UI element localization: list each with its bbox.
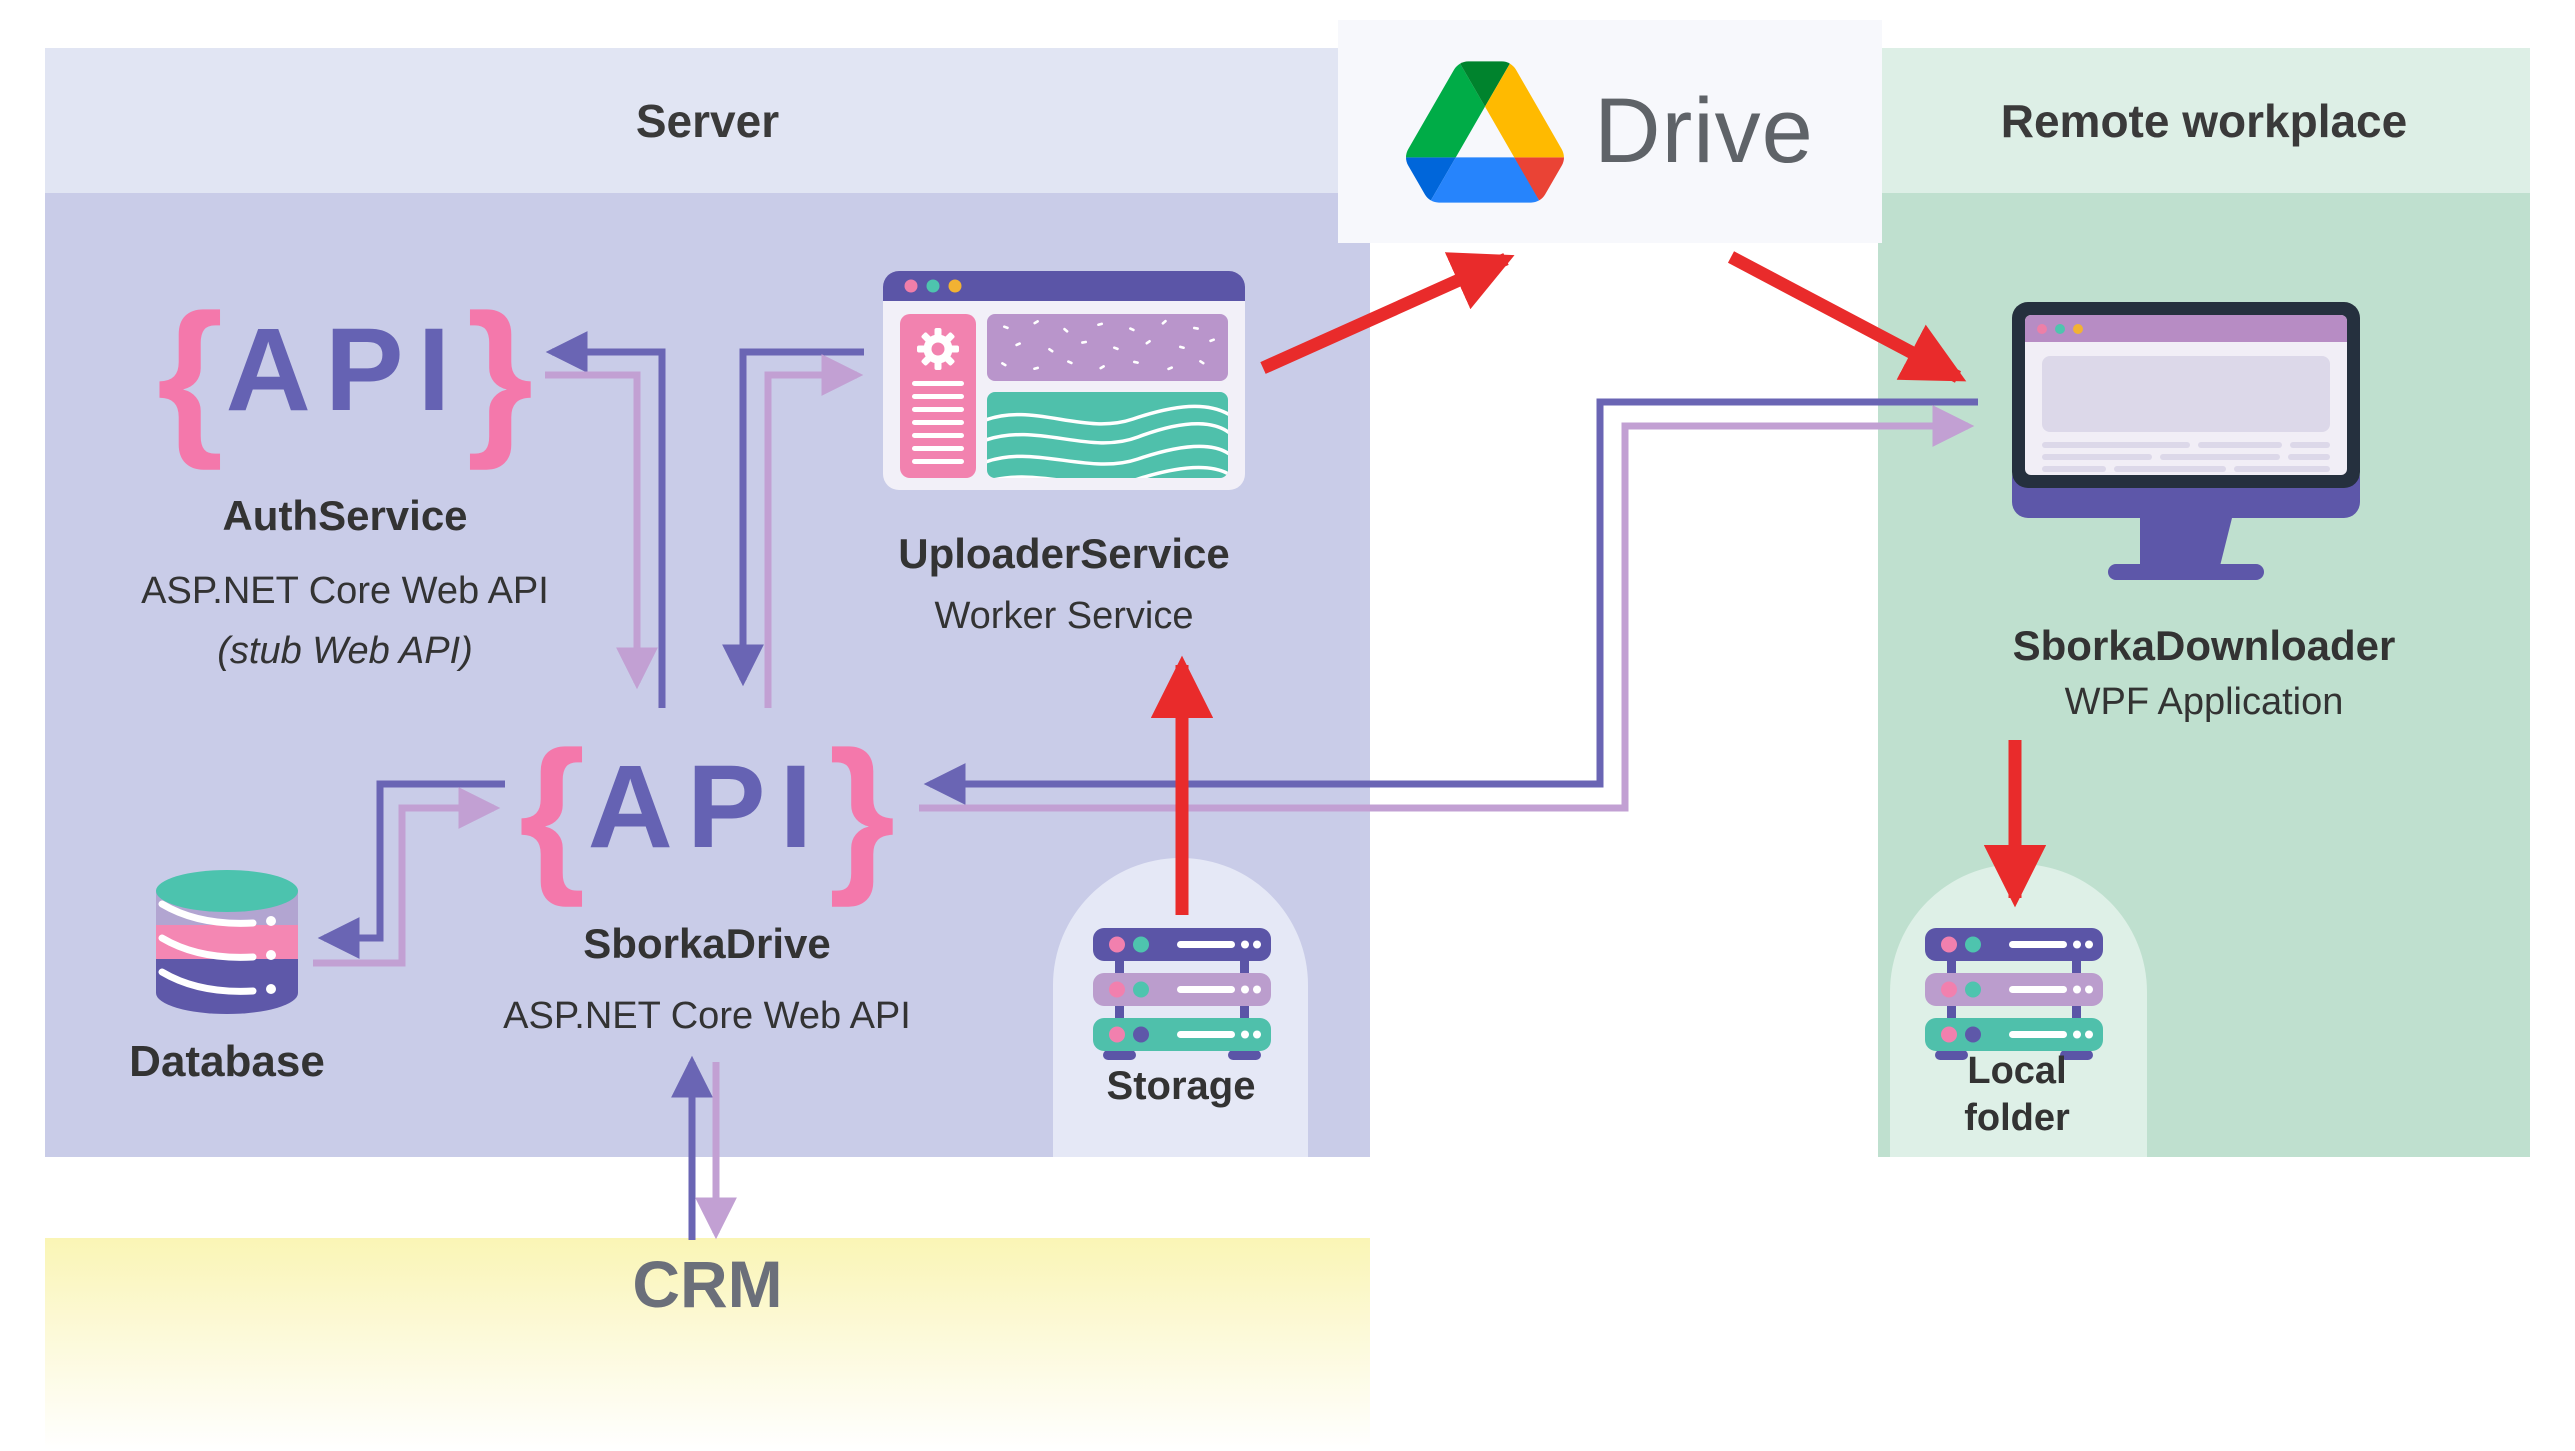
sborkadownloader-subtitle: WPF Application [2064, 681, 2344, 723]
local-folder-label: Local folder [1964, 1048, 2070, 1142]
brace-right-icon: } [466, 279, 534, 471]
uploaderservice-name: UploaderService [898, 530, 1230, 577]
uploaderservice-subtitle: Worker Service [934, 595, 1194, 637]
browser-window-icon [883, 271, 1245, 490]
sborkadrive-api-logo: { API } [507, 722, 907, 902]
brace-right-icon: } [828, 716, 896, 908]
monitor-icon [2012, 302, 2360, 580]
storage-label: Storage [1106, 1064, 1256, 1108]
sborkadownloader-name: SborkaDownloader [2012, 622, 2396, 669]
database-icon [156, 870, 298, 1014]
local-folder-capsule [1890, 864, 2147, 1157]
remote-workplace-panel-header: Remote workplace [1878, 48, 2530, 193]
local-folder-label-line1: Local [1967, 1050, 2067, 1092]
brace-left-icon: { [156, 279, 224, 471]
remote-workplace-panel-title: Remote workplace [2000, 94, 2408, 147]
google-drive-card: Drive [1338, 20, 1882, 243]
authservice-subtitle: ASP.NET Core Web API [141, 570, 549, 612]
authservice-note: (stub Web API) [217, 630, 473, 672]
server-rack-icon [1925, 928, 2103, 1060]
server-panel-title: Server [635, 94, 780, 147]
server-rack-icon [1093, 928, 1271, 1060]
database-label: Database [129, 1037, 325, 1086]
authservice-api-logo: { API } [145, 285, 545, 465]
brace-left-icon: { [518, 716, 586, 908]
sborkadrive-subtitle: ASP.NET Core Web API [503, 995, 911, 1037]
authservice-name: AuthService [222, 492, 468, 539]
server-panel-header: Server [45, 48, 1370, 193]
google-drive-wordmark: Drive [1594, 80, 1814, 182]
sborkadrive-name: SborkaDrive [583, 920, 831, 967]
api-logo-text: API [225, 304, 465, 436]
crm-panel: CRM [45, 1238, 1370, 1450]
google-drive-logo [1406, 60, 1565, 203]
api-logo-text: API [587, 741, 827, 873]
crm-title: CRM [632, 1247, 783, 1321]
local-folder-label-line2: folder [1964, 1097, 2070, 1139]
